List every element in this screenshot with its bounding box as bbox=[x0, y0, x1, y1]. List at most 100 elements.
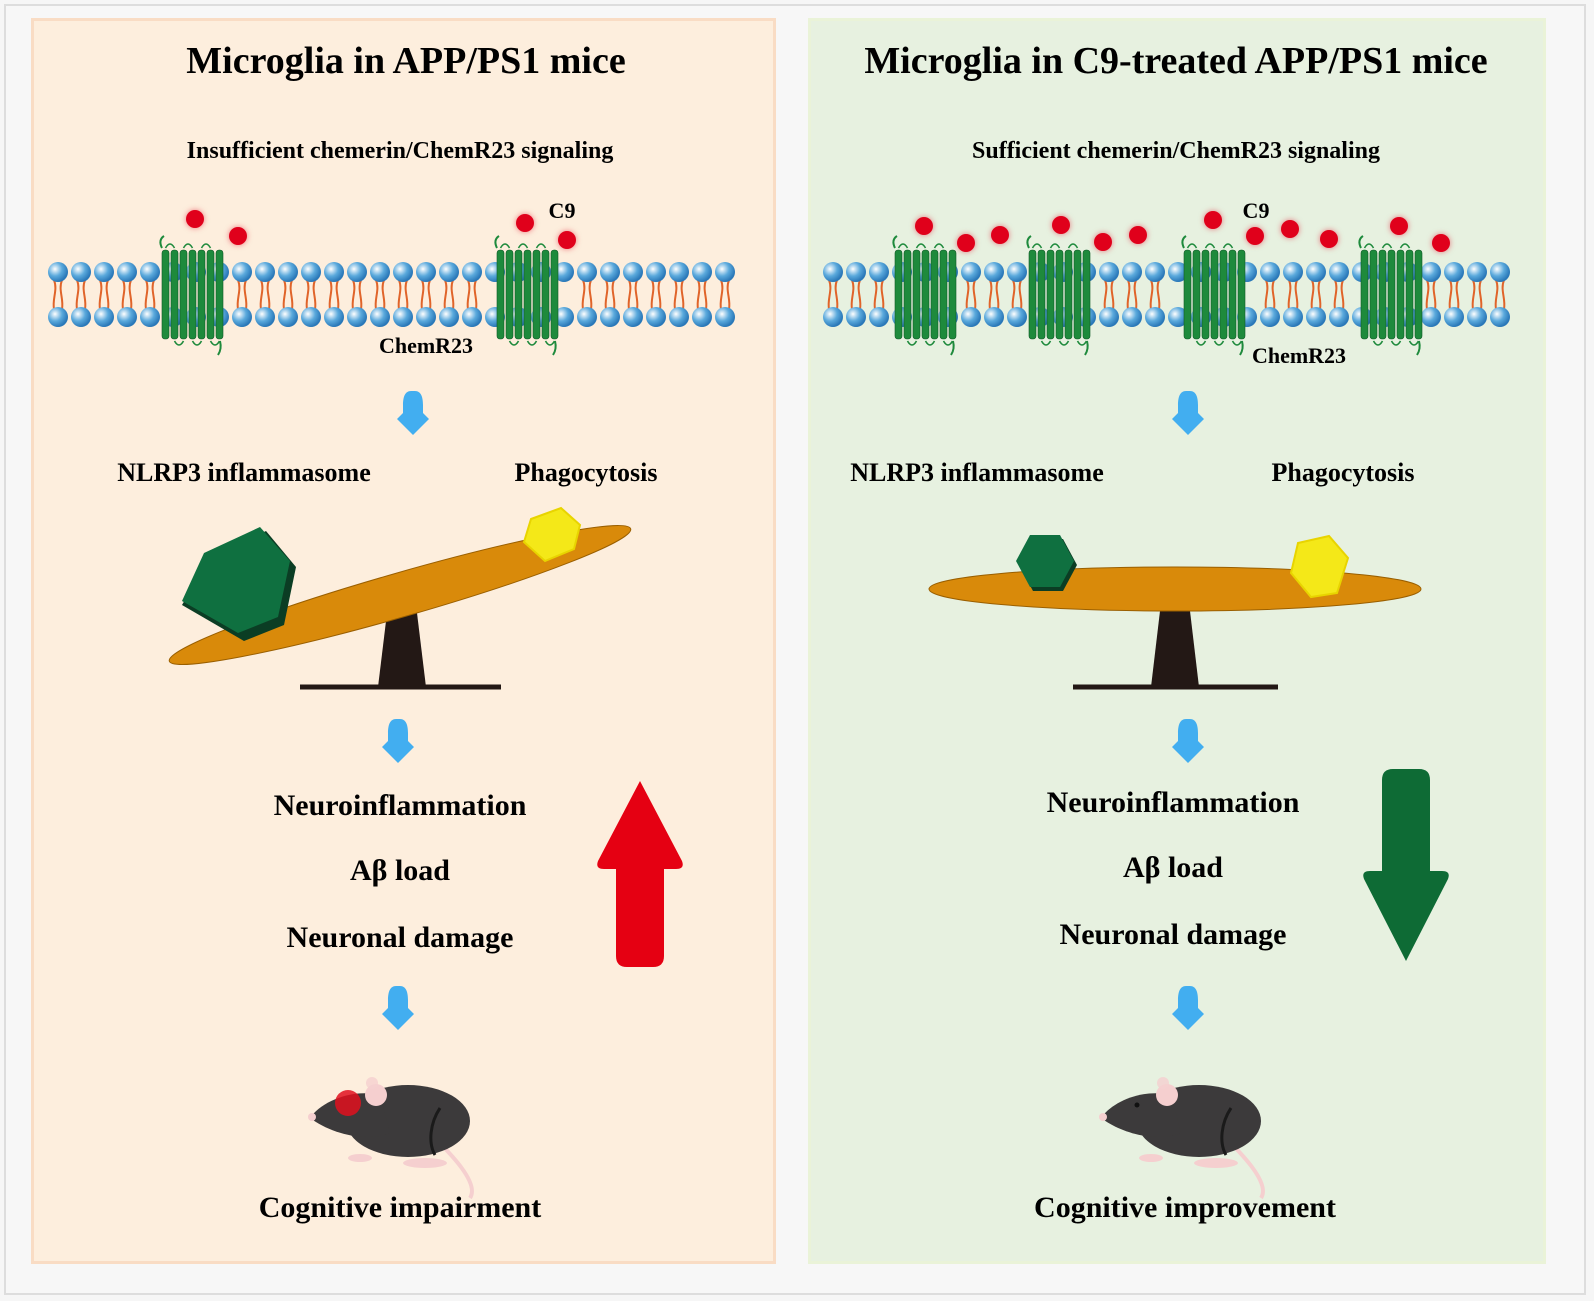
signaling-label: Sufficient chemerin/ChemR23 signaling bbox=[972, 138, 1380, 164]
lipid-head bbox=[1122, 262, 1142, 282]
seesaw-stand bbox=[378, 613, 426, 687]
lipid-tail bbox=[1287, 279, 1292, 310]
lipid-head bbox=[117, 262, 137, 282]
lipid-tail bbox=[1310, 279, 1315, 310]
panel-title: Microglia in APP/PS1 mice bbox=[186, 40, 626, 82]
chemr23-receptor bbox=[1358, 235, 1423, 356]
lipid-head bbox=[232, 307, 252, 327]
lipid-tail bbox=[259, 279, 264, 310]
lipid-tail bbox=[1126, 279, 1131, 310]
phagocytosis-hexagon bbox=[1289, 534, 1350, 599]
lipid-head bbox=[1260, 307, 1280, 327]
lipid-tail bbox=[144, 279, 149, 310]
lipid-tail bbox=[873, 279, 878, 310]
lipid-head bbox=[301, 262, 321, 282]
lipid-tail bbox=[1455, 279, 1460, 310]
seesaw bbox=[928, 534, 1422, 690]
lipid-head bbox=[1329, 307, 1349, 327]
lipid-head bbox=[846, 262, 866, 282]
lipid-head bbox=[1306, 307, 1326, 327]
c9-ligand bbox=[1390, 217, 1408, 235]
seesaw bbox=[168, 506, 632, 690]
seesaw-beam bbox=[168, 525, 632, 665]
c9-ligand bbox=[186, 210, 204, 228]
lipid-tail bbox=[611, 279, 616, 310]
lipid-head bbox=[577, 307, 597, 327]
lipid-head bbox=[961, 307, 981, 327]
lipid-tail bbox=[82, 279, 87, 310]
lipid-tail bbox=[450, 279, 455, 310]
chemr23-receptor bbox=[892, 235, 957, 356]
lipid-tail bbox=[381, 279, 386, 310]
lipid-head bbox=[869, 307, 889, 327]
lipid-tail bbox=[151, 279, 156, 310]
seesaw-stand bbox=[1151, 611, 1199, 687]
c9-ligand bbox=[1094, 233, 1112, 251]
lipid-head bbox=[961, 262, 981, 282]
nlrp3-hexagon bbox=[182, 527, 290, 633]
lipid-head bbox=[370, 307, 390, 327]
lipid-tail bbox=[673, 279, 678, 310]
lipid-head bbox=[324, 307, 344, 327]
lipid-head bbox=[715, 262, 735, 282]
c9-ligand bbox=[1432, 234, 1450, 252]
lipid-head bbox=[669, 307, 689, 327]
lipid-tail bbox=[1501, 279, 1506, 310]
outcome-neuronal-damage: Neuronal damage bbox=[1059, 918, 1287, 951]
lipid-head bbox=[48, 307, 68, 327]
lipid-head bbox=[140, 262, 160, 282]
c9-ligand bbox=[1129, 226, 1147, 244]
lipid-head bbox=[1099, 307, 1119, 327]
lipid-head bbox=[1260, 262, 1280, 282]
lipid-tail bbox=[850, 279, 855, 310]
trend-down-arrow bbox=[1363, 769, 1449, 961]
signaling-label: Insufficient chemerin/ChemR23 signaling bbox=[186, 138, 614, 164]
lipid-head bbox=[1490, 262, 1510, 282]
lipid-tail bbox=[1110, 279, 1115, 310]
lipid-head bbox=[71, 307, 91, 327]
lipid-tail bbox=[827, 279, 832, 310]
lipid-tail bbox=[443, 279, 448, 310]
lipid-head bbox=[117, 307, 137, 327]
chemr23-receptor bbox=[1181, 235, 1246, 356]
lipid-head bbox=[347, 307, 367, 327]
lipid-head bbox=[393, 307, 413, 327]
flow-arrow-1 bbox=[397, 391, 429, 435]
result-label: Cognitive improvement bbox=[1034, 1191, 1336, 1224]
lipid-tail bbox=[282, 279, 287, 310]
mouse-ear bbox=[1156, 1084, 1178, 1106]
lipid-head bbox=[1329, 262, 1349, 282]
result-label: Cognitive impairment bbox=[258, 1191, 542, 1224]
panel-untreated: Microglia in APP/PS1 mice Insufficient c… bbox=[31, 18, 776, 1264]
lipid-head bbox=[1421, 262, 1441, 282]
lipid-tail bbox=[351, 279, 356, 310]
lipid-head bbox=[554, 262, 574, 282]
lipid-tail bbox=[358, 279, 363, 310]
mouse-ear bbox=[365, 1084, 387, 1106]
outcome-neuroinflammation: Neuroinflammation bbox=[1046, 786, 1300, 819]
lipid-head bbox=[669, 262, 689, 282]
lipid-tail bbox=[1494, 279, 1499, 310]
lipid-tail bbox=[988, 279, 993, 310]
lipid-head bbox=[1007, 262, 1027, 282]
mouse-illustration bbox=[1099, 1077, 1265, 1200]
lipid-head bbox=[255, 307, 275, 327]
c9-ligand bbox=[991, 226, 1009, 244]
lipid-tail bbox=[427, 279, 432, 310]
lipid-tail bbox=[719, 279, 724, 310]
lipid-head bbox=[600, 262, 620, 282]
lipid-head bbox=[1283, 262, 1303, 282]
c9-ligand bbox=[915, 217, 933, 235]
mouse-illustration bbox=[308, 1077, 474, 1200]
lipid-tail bbox=[236, 279, 241, 310]
lipid-head bbox=[846, 307, 866, 327]
lipid-tail bbox=[1271, 279, 1276, 310]
c9-ligand bbox=[1320, 230, 1338, 248]
lipid-head bbox=[439, 307, 459, 327]
lipid-tail bbox=[243, 279, 248, 310]
lipid-head bbox=[1122, 307, 1142, 327]
lipid-head bbox=[1467, 307, 1487, 327]
trend-up-arrow bbox=[597, 781, 683, 967]
lipid-head bbox=[623, 262, 643, 282]
lipid-head bbox=[140, 307, 160, 327]
